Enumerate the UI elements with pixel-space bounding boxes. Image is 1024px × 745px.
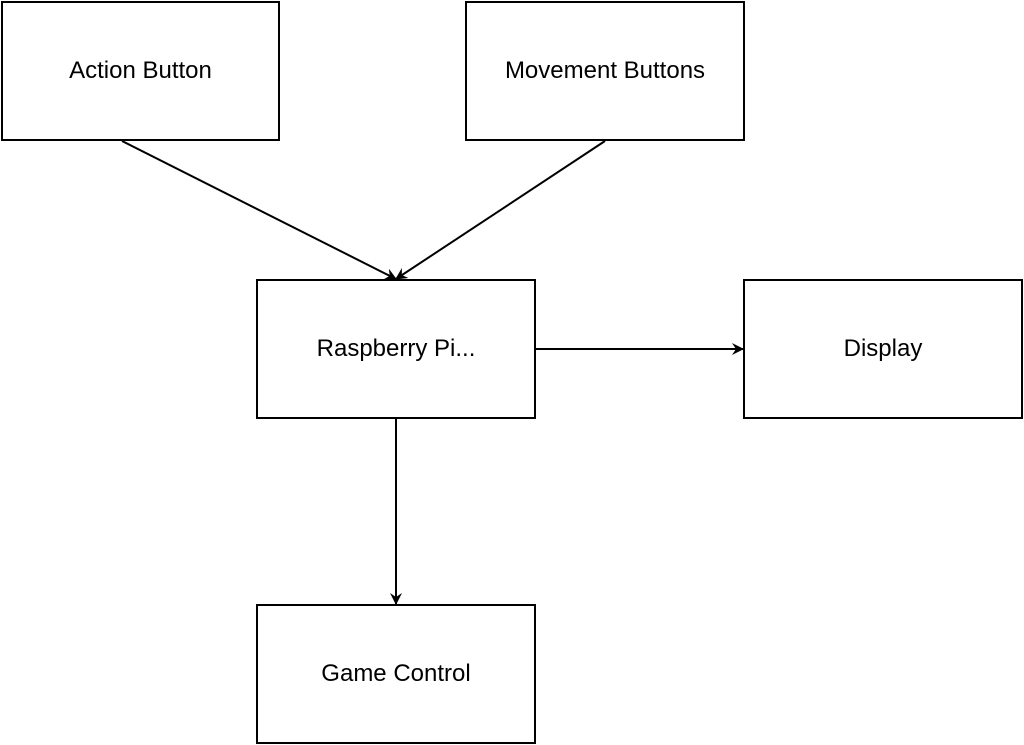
edge-movement-to-pi bbox=[395, 140, 606, 280]
raspberry-pi-label: Raspberry Pi... bbox=[316, 335, 476, 362]
movement-buttons-label: Movement Buttons bbox=[504, 57, 706, 84]
edge-action-to-pi bbox=[121, 140, 397, 280]
game-control-label: Game Control bbox=[321, 660, 471, 687]
raspberry-pi-node: Raspberry Pi... bbox=[256, 279, 536, 419]
display-node: Display bbox=[743, 279, 1023, 419]
movement-buttons-node: Movement Buttons bbox=[465, 1, 745, 141]
game-control-node: Game Control bbox=[256, 604, 536, 744]
display-label: Display bbox=[843, 335, 923, 362]
action-button-label: Action Button bbox=[69, 57, 212, 84]
action-button-node: Action Button bbox=[1, 1, 280, 141]
